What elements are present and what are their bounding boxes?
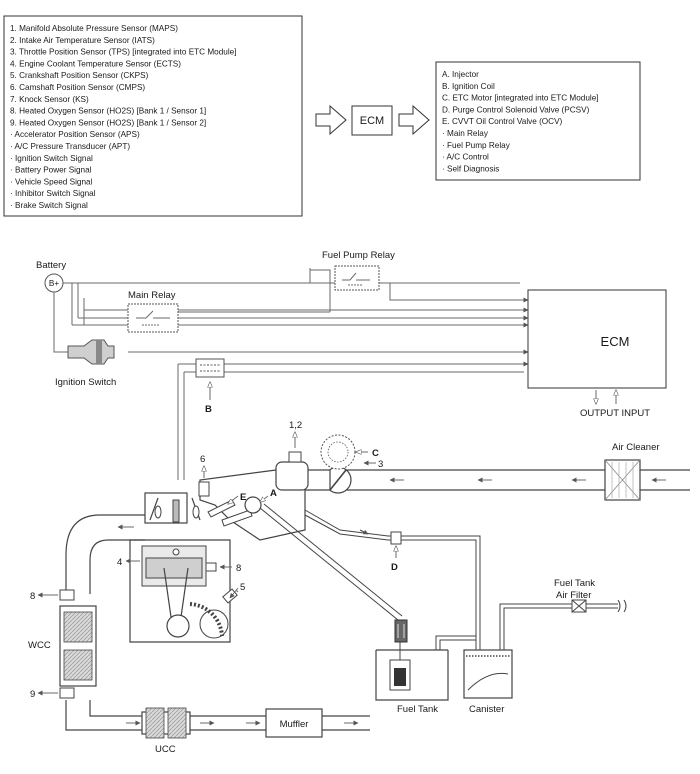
arrow-a — [260, 495, 269, 502]
label-c: C — [372, 448, 379, 459]
label-d: D — [391, 562, 398, 573]
muffler-label: Muffler — [280, 719, 309, 730]
muffler: Muffler — [265, 708, 323, 738]
camshaft-position-sensor — [198, 481, 210, 497]
fuel-tank — [375, 635, 476, 701]
engine-block — [129, 492, 231, 643]
fuel-pump-relay-label: Fuel Pump Relay — [322, 250, 395, 261]
label-e: E — [240, 492, 246, 503]
label-9: 9 — [30, 689, 35, 700]
ecm-label: ECM — [601, 334, 630, 349]
valves-and-spark-plug — [149, 497, 201, 523]
input-list-box: 1. Manifold Absolute Pressure Sensor (MA… — [3, 15, 303, 217]
block-arrow-in — [315, 104, 347, 136]
input-list-item: 6. Camshaft Position Sensor (CMPS) — [10, 83, 145, 92]
fuel-pump — [394, 619, 408, 643]
wcc-converter — [59, 605, 97, 687]
label-b: B — [205, 404, 212, 415]
ignition-coil — [195, 358, 225, 378]
block-arrow-out — [398, 104, 430, 136]
arrow-5 — [229, 587, 239, 599]
purge-line — [304, 509, 481, 650]
pcsv — [390, 531, 402, 545]
canister-label: Canister — [469, 704, 504, 715]
ignition-switch-label: Ignition Switch — [55, 377, 116, 388]
fuel-pump-relay — [334, 265, 380, 291]
output-list-item: · Fuel Pump Relay — [442, 141, 511, 150]
fuel-line — [259, 503, 403, 621]
fuel-tank-air-filter-label-2: Air Filter — [556, 590, 591, 601]
purge-flow-arrow — [359, 529, 369, 535]
etc-motor-c — [320, 434, 356, 470]
input-list-item: · Inhibitor Switch Signal — [10, 189, 96, 198]
output-list-item: E. CVVT Oil Control Valve (OCV) — [442, 117, 563, 126]
input-list-item: 8. Heated Oxygen Sensor (HO2S) [Bank 1 /… — [10, 107, 206, 116]
output-list-item: D. Purge Control Solenoid Valve (PCSV) — [442, 105, 590, 114]
output-list-box: A. Injector B. Ignition Coil C. ETC Motor … — [435, 61, 641, 181]
input-list-item: · Ignition Switch Signal — [10, 154, 93, 163]
input-list-item: 5. Crankshaft Position Sensor (CKPS) — [10, 71, 149, 80]
label-12: 1,2 — [289, 420, 302, 431]
input-list-item: 4. Engine Coolant Temperature Sensor (EC… — [10, 59, 181, 68]
ucc-converter — [141, 707, 191, 739]
ecm-box: ECM — [527, 289, 667, 389]
injector — [221, 496, 262, 527]
canister — [463, 649, 513, 699]
ucc-label: UCC — [155, 744, 176, 755]
knock-sensor-body — [205, 562, 217, 572]
output-input-label: OUTPUT INPUT — [580, 408, 650, 419]
intake-duct — [330, 469, 690, 491]
air-filter-line — [499, 599, 627, 650]
input-list-item: 1. Manifold Absolute Pressure Sensor (MA… — [10, 24, 178, 33]
label-3: 3 — [378, 459, 383, 470]
throttle-body — [324, 466, 352, 494]
label-4: 4 — [117, 557, 122, 568]
output-list-item: · A/C Control — [442, 153, 489, 162]
output-list-item: A. Injector — [442, 70, 479, 79]
output-list-item: C. ETC Motor [integrated into ETC Module… — [442, 94, 599, 103]
label-a: A — [270, 488, 277, 499]
label-6: 6 — [200, 454, 205, 465]
input-list-item: 7. Knock Sensor (KS) — [10, 95, 89, 104]
input-list-item: 9. Heated Oxygen Sensor (HO2S) [Bank 1 /… — [10, 118, 206, 127]
wcc-label: WCC — [28, 640, 51, 651]
input-list-item: · Vehicle Speed Signal — [10, 177, 93, 186]
map-sensor — [288, 451, 302, 463]
air-cleaner — [604, 459, 641, 501]
battery-terminal: B+ — [44, 273, 64, 293]
ignition-switch — [67, 339, 115, 365]
fuel-tank-air-filter — [571, 599, 587, 613]
output-list-item: · Self Diagnosis — [442, 164, 499, 173]
input-list-item: · Accelerator Position Sensor (APS) — [10, 130, 140, 139]
air-cleaner-label: Air Cleaner — [612, 442, 660, 453]
o2-sensor-downstream — [59, 687, 75, 699]
input-list-item: · Battery Power Signal — [10, 166, 92, 175]
input-list-item: · Brake Switch Signal — [10, 201, 88, 210]
ecm-input-arrows — [520, 297, 529, 367]
label-5: 5 — [240, 582, 245, 593]
fuel-tank-air-filter-label-1: Fuel Tank — [554, 578, 595, 589]
battery-terminal-label: B+ — [49, 279, 59, 288]
output-list-item: B. Ignition Coil — [442, 82, 495, 91]
label-8b: 8 — [30, 591, 35, 602]
label-8a: 8 — [236, 563, 241, 574]
main-relay-label: Main Relay — [128, 290, 176, 301]
input-list-item: 2. Intake Air Temperature Sensor (IATS) — [10, 36, 155, 45]
center-ecm-box: ECM — [351, 105, 393, 136]
main-relay — [127, 303, 179, 333]
battery-label: Battery — [36, 260, 66, 271]
center-ecm-label: ECM — [360, 115, 384, 127]
output-list-item: · Main Relay — [442, 129, 489, 138]
input-list-item: 3. Throttle Position Sensor (TPS) [integ… — [10, 48, 236, 57]
fuel-tank-label: Fuel Tank — [397, 704, 438, 715]
wiring-harness — [53, 268, 527, 480]
exhaust-manifold — [65, 514, 370, 731]
arrow-e — [228, 495, 239, 504]
o2-sensor-upstream — [59, 589, 75, 601]
input-list-item: · A/C Pressure Transducer (APT) — [10, 142, 130, 151]
intake-manifold — [199, 461, 331, 541]
